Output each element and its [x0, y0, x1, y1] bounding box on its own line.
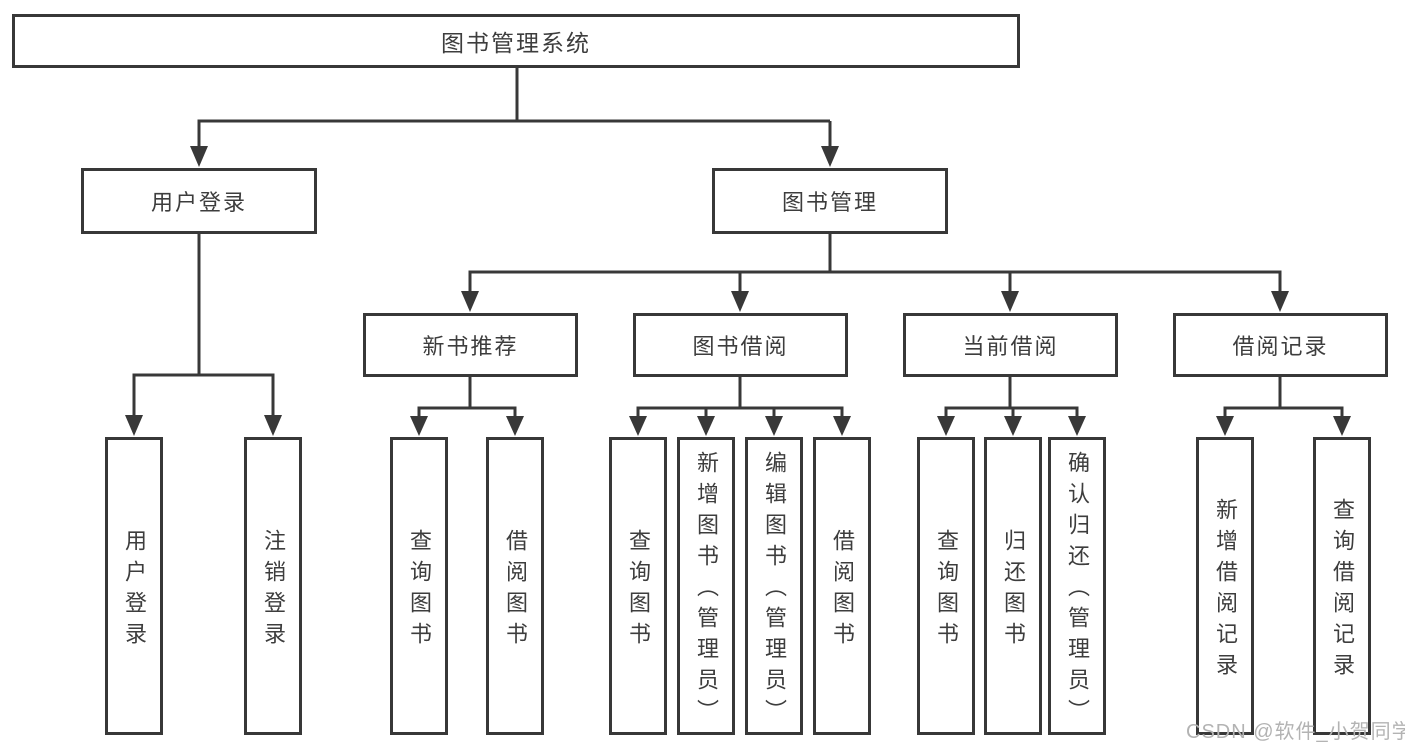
leaf-bb-edit-book-admin: 编辑图书（管理员）	[745, 437, 803, 735]
node-book-borrow-label: 图书借阅	[692, 334, 789, 359]
leaf-cb-confirm-return-admin-label: 确认归还（管理员）	[1065, 451, 1090, 730]
connector-paths	[132, 68, 1344, 420]
node-user-login-label: 用户登录	[150, 190, 247, 215]
node-borrow-records: 借阅记录	[1173, 313, 1388, 377]
leaf-logout: 注销登录	[244, 437, 302, 735]
node-book-management: 图书管理	[712, 168, 948, 234]
leaf-cb-query-book: 查询图书	[917, 437, 975, 735]
node-new-book-recommend: 新书推荐	[363, 313, 578, 377]
leaf-nb-query-book-label: 查询图书	[407, 528, 432, 653]
leaf-cb-query-book-label: 查询图书	[934, 528, 959, 653]
node-current-borrow: 当前借阅	[903, 313, 1118, 377]
node-new-book-recommend-label: 新书推荐	[422, 334, 519, 359]
leaf-br-add-record: 新增借阅记录	[1196, 437, 1254, 735]
leaf-nb-borrow-book-label: 借阅图书	[503, 528, 528, 653]
leaf-user-login: 用户登录	[105, 437, 163, 735]
leaf-bb-query-book-label: 查询图书	[626, 528, 651, 653]
leaf-logout-label: 注销登录	[261, 528, 286, 653]
csdn-watermark: CSDN @软件_小贺同学	[1186, 721, 1405, 743]
leaf-cb-return-book: 归还图书	[984, 437, 1042, 735]
node-user-login: 用户登录	[81, 168, 317, 234]
leaf-br-query-record: 查询借阅记录	[1313, 437, 1371, 735]
leaf-bb-add-book-admin-label: 新增图书（管理员）	[694, 451, 719, 730]
leaf-user-login-label: 用户登录	[122, 528, 147, 653]
leaf-bb-add-book-admin: 新增图书（管理员）	[677, 437, 735, 735]
leaf-nb-query-book: 查询图书	[390, 437, 448, 735]
leaf-br-query-record-label: 查询借阅记录	[1330, 497, 1355, 684]
leaf-cb-return-book-label: 归还图书	[1001, 528, 1026, 653]
leaf-bb-query-book: 查询图书	[609, 437, 667, 735]
leaf-cb-confirm-return-admin: 确认归还（管理员）	[1048, 437, 1106, 735]
leaf-bb-borrow-book-label: 借阅图书	[830, 528, 855, 653]
leaf-nb-borrow-book: 借阅图书	[486, 437, 544, 735]
node-current-borrow-label: 当前借阅	[962, 334, 1059, 359]
leaf-bb-edit-book-admin-label: 编辑图书（管理员）	[762, 451, 787, 730]
node-root-label: 图书管理系统	[441, 30, 591, 56]
leaf-br-add-record-label: 新增借阅记录	[1213, 497, 1238, 684]
node-borrow-records-label: 借阅记录	[1232, 334, 1329, 359]
arrowheads	[125, 146, 1351, 436]
node-book-borrow: 图书借阅	[633, 313, 848, 377]
leaf-bb-borrow-book: 借阅图书	[813, 437, 871, 735]
node-book-management-label: 图书管理	[781, 190, 878, 215]
node-root: 图书管理系统	[12, 14, 1020, 68]
